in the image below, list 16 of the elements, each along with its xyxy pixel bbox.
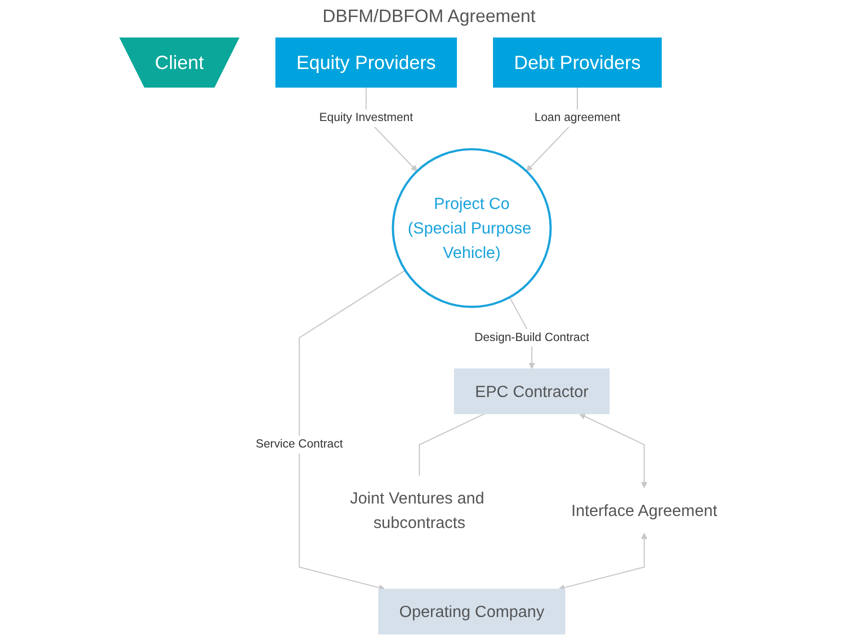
node-text: Joint Ventures and subcontracts (350, 488, 484, 532)
node-box: Operating Company (378, 588, 566, 634)
node-circle: Project Co (Special Purpose Vehicle) (392, 148, 552, 308)
node-text: Interface Agreement (571, 501, 718, 520)
edge-label: Equity Investment (319, 112, 414, 124)
arrow (298, 270, 406, 591)
node-box: Equity Providers (276, 38, 457, 88)
connector (418, 413, 485, 476)
edge-label: Design-Build Contract (474, 331, 590, 344)
node-box: Debt Providers (493, 38, 662, 88)
arrow (558, 532, 648, 591)
node-box: EPC Contractor (454, 368, 610, 414)
edge-label: Service Contract (256, 438, 343, 451)
arrow (579, 413, 648, 488)
edge-label: Loan agreement (534, 112, 620, 124)
agreement-label: DBFM/DBFOM Agreement (322, 6, 536, 26)
